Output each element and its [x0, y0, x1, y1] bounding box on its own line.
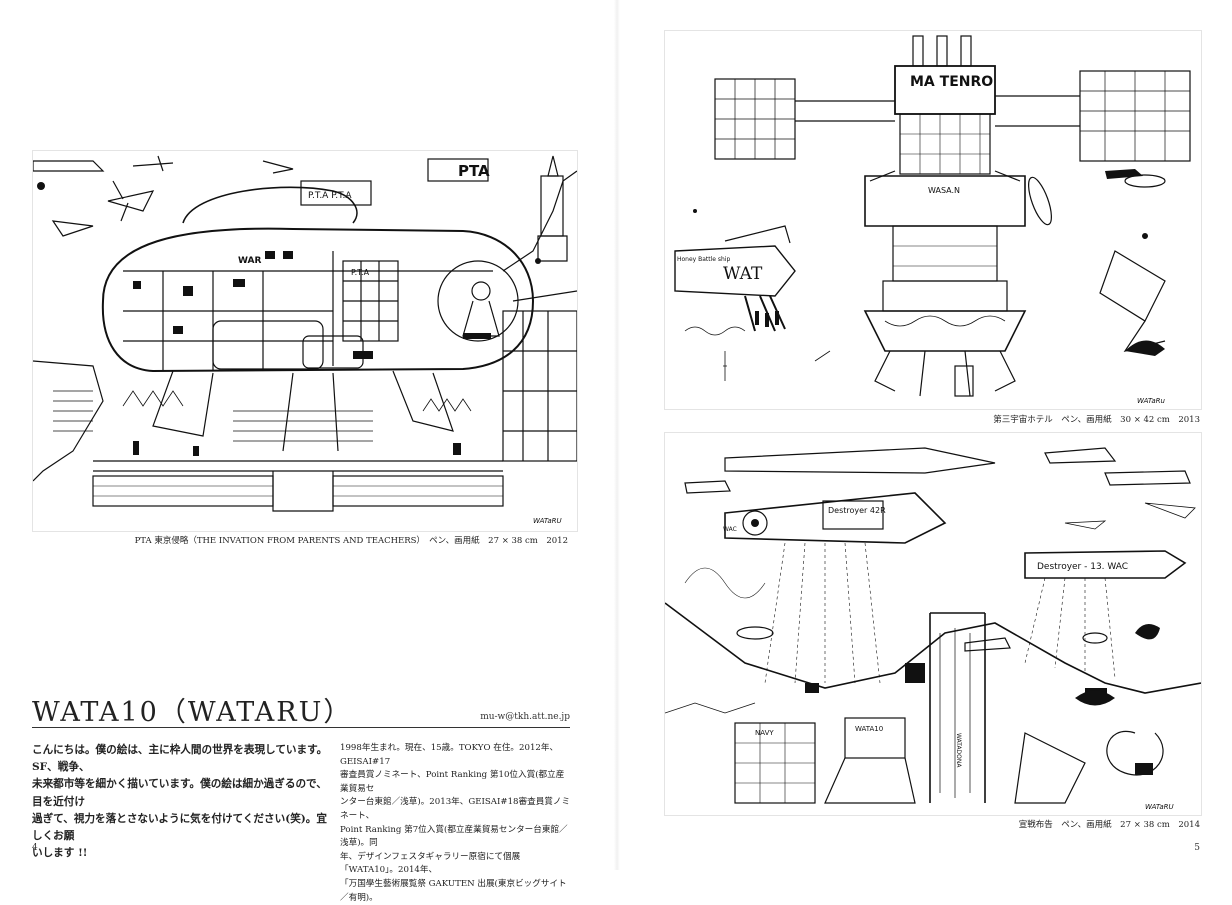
- destroyer-42r-label: Destroyer 42R: [828, 506, 886, 515]
- pta-sign-label: PTA: [458, 162, 490, 180]
- page-gutter: [614, 0, 620, 870]
- navy-label: NAVY: [755, 729, 774, 737]
- page-number-left: 4: [32, 843, 38, 853]
- artwork-declaration-of-war: Destroyer 42R Destroyer - 13. WAC WAC NA…: [664, 432, 1202, 816]
- floor-sign-label: WASA.N: [928, 186, 960, 195]
- hotel-sign-label: MA TENRO: [910, 74, 993, 90]
- wac-label: WAC: [723, 526, 737, 533]
- tower-wata10-label: WATA10: [855, 725, 883, 733]
- artist-email[interactable]: mu-w@tkh.att.ne.jp: [480, 712, 570, 722]
- biography-line: 年、デザインフェスタギャラリー原宿にて個展「WATA10」。2014年、: [340, 851, 521, 876]
- statement-line: いします !!: [32, 847, 88, 860]
- declaration-of-war-drawing: Destroyer 42R Destroyer - 13. WAC WAC NA…: [665, 447, 1201, 811]
- artist-signature: WATaRU: [533, 517, 562, 525]
- magazine-spread: PTA P.T.A P.T.A P.T.A WAR WATaRU PTA 東京侵…: [32, 0, 1202, 903]
- statement-line: こんにちは。僕の絵は、主に枠人間の世界を表現しています。SF、戦争、: [32, 744, 328, 774]
- ship-wat-label: WAT: [723, 264, 763, 284]
- tower-watadona-label: WATADONA: [955, 733, 962, 768]
- biography-line: 1998年生まれ。現在、15歳。TOKYO 在住。2012年、GEISAI#17: [340, 743, 559, 767]
- artist-biography: 1998年生まれ。現在、15歳。TOKYO 在住。2012年、GEISAI#17…: [340, 742, 572, 905]
- page-number-right: 5: [1194, 843, 1200, 853]
- artist-signature: WATaRU: [1145, 803, 1174, 811]
- war-label: WAR: [238, 256, 261, 266]
- ship-side-label: Honey Battle ship: [677, 256, 730, 263]
- title-divider: [32, 727, 570, 728]
- biography-line: 「万国學生藝術展覧祭 GAKUTEN 出展(東京ビッグサイト／有明)。: [340, 878, 567, 903]
- artist-signature: WATaRu: [1137, 397, 1166, 405]
- biography-line: 審査員賞ノミネート、Point Ranking 第10位入賞(都立産業貿易セ: [340, 770, 565, 794]
- destroyer-13-label: Destroyer - 13. WAC: [1037, 562, 1128, 572]
- artwork-pta-invasion: PTA P.T.A P.T.A P.T.A WAR WATaRU: [32, 150, 578, 532]
- caption-declaration-of-war: 宣戦布告 ペン、画用紙 27 × 38 cm 2014: [1018, 820, 1200, 830]
- blimp-pta-label: P.T.A P.T.A: [308, 191, 352, 201]
- artist-name-heading: WATA10（WATARU）: [32, 697, 353, 728]
- caption-space-hotel: 第三宇宙ホテル ペン、画用紙 30 × 42 cm 2013: [993, 415, 1200, 425]
- biography-line: Point Ranking 第7位入賞(都立産業貿易センター台東館／浅草)。同: [340, 824, 568, 849]
- statement-line: 過ぎて、視力を落とさないように気を付けてください(笑)。宜しくお願: [32, 812, 327, 843]
- space-hotel-drawing: MA TENRO WASA.N WAT Honey Battle ship WA…: [674, 35, 1191, 405]
- hall-pta-label: P.T.A: [351, 268, 370, 277]
- caption-pta-invasion: PTA 東京侵略（THE INVATION FROM PARENTS AND T…: [134, 536, 568, 546]
- statement-line: 未来都市等を細かく描いています。僕の絵は細か過ぎるので、目を近付け: [32, 778, 327, 808]
- artwork-space-hotel: MA TENRO WASA.N WAT Honey Battle ship WA…: [664, 30, 1202, 410]
- pta-invasion-drawing: PTA P.T.A P.T.A P.T.A WAR WATaRU: [33, 155, 577, 525]
- biography-line: ンター台東館／浅草)。2013年、GEISAI#18審査員賞ノミネート、: [340, 797, 571, 821]
- artist-statement: こんにちは。僕の絵は、主に枠人間の世界を表現しています。SF、戦争、 未来都市等…: [32, 742, 332, 862]
